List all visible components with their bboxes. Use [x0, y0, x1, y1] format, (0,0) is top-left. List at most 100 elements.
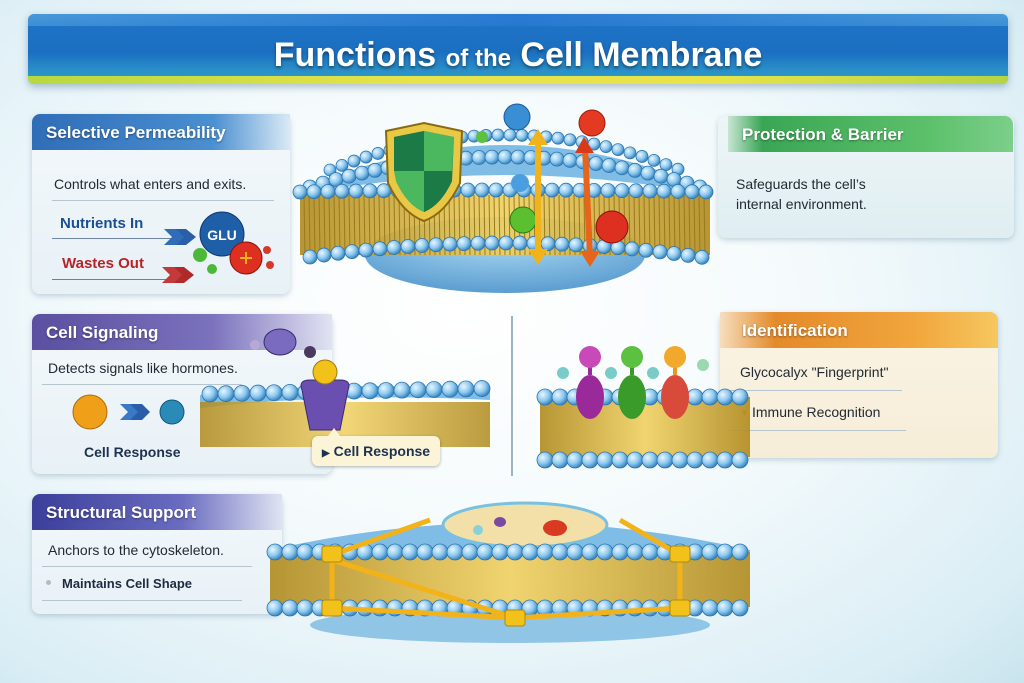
lipid-head — [551, 388, 569, 406]
lipid-head — [400, 239, 416, 254]
divider — [730, 430, 906, 431]
lipid-head — [476, 543, 494, 561]
lipid-head — [265, 384, 283, 402]
maintains-cell-shape-label: Maintains Cell Shape — [62, 576, 193, 591]
lipid-head — [341, 168, 357, 184]
lipid-head — [470, 235, 486, 251]
protection-description-line1: Safeguards the cell’s — [736, 176, 866, 192]
response-molecule-icon — [159, 399, 185, 425]
lipid-head — [635, 150, 649, 163]
lipid-head — [461, 543, 479, 561]
lipid-head — [497, 149, 513, 165]
lipid-head — [653, 168, 669, 184]
lipid-head — [647, 153, 661, 167]
lipid-tail — [703, 194, 706, 256]
lipid-heads — [536, 451, 749, 469]
lipid-head — [442, 236, 458, 252]
lipid-head — [659, 158, 673, 172]
wastes-out-label: Wastes Out — [62, 255, 144, 272]
red-particle-icon — [263, 246, 271, 254]
lipid-head — [292, 184, 308, 200]
lipid-tail — [308, 194, 311, 256]
lipid-head — [694, 249, 710, 265]
immune-recognition-label: Immune Recognition — [752, 404, 881, 420]
lipid-head — [425, 381, 443, 398]
lipid-head — [428, 237, 444, 253]
lipid-tail — [343, 194, 346, 256]
lipid-head — [554, 236, 570, 252]
title-part-of-the: of the — [445, 45, 511, 72]
lipid-head — [377, 382, 395, 399]
lipid-head — [441, 380, 459, 398]
glu-label: GLU — [207, 227, 237, 243]
lipid-head — [581, 451, 599, 469]
banner-stripe — [28, 76, 1008, 84]
title-banner: Functions of the Cell Membrane — [28, 14, 1008, 84]
lipid-head — [484, 235, 500, 251]
lipid-head — [281, 599, 299, 617]
lipid-head — [562, 152, 578, 168]
panel-heading-protection-barrier: Protection & Barrier — [728, 116, 1013, 152]
panel-structural-support: Structural Support Anchors to the cytosk… — [32, 494, 282, 614]
wastes-underline — [52, 279, 172, 280]
lipid-head — [731, 388, 749, 406]
lipid-head — [474, 182, 490, 198]
lipid-head — [372, 241, 388, 257]
lipid-head — [503, 128, 517, 142]
membrane-illustration-identification — [536, 346, 750, 469]
lipid-head — [666, 246, 682, 261]
lipid-head — [640, 165, 656, 181]
molecule-red-top — [578, 109, 606, 137]
lipid-head — [731, 451, 749, 469]
lipid-tail — [683, 194, 686, 256]
lipid-tail — [653, 194, 656, 256]
lipid-head — [566, 543, 584, 561]
lipid-head — [281, 384, 299, 401]
lipid-head — [544, 182, 560, 198]
lipid-head — [641, 451, 659, 469]
lipid-head — [601, 158, 617, 173]
lipid-head — [701, 599, 719, 617]
lipid-head — [596, 451, 614, 469]
lipid-head — [686, 451, 704, 469]
lipid-head — [581, 543, 599, 561]
membrane-illustration-top — [292, 103, 714, 293]
lipid-head — [431, 543, 449, 561]
shield-icon — [384, 121, 464, 223]
lipid-head — [393, 381, 411, 399]
lipid-tail — [328, 194, 331, 256]
green-molecule-icon — [193, 248, 207, 262]
lipid-head — [367, 162, 383, 178]
lipid-head — [698, 184, 714, 200]
lipid-head — [201, 385, 219, 403]
lipid-tail — [638, 194, 641, 256]
divider — [42, 600, 242, 601]
lipid-head — [217, 385, 235, 403]
lipid-tail — [318, 194, 321, 256]
lipid-head — [320, 184, 336, 199]
lipid-head — [296, 543, 314, 561]
lipid-head — [656, 451, 674, 469]
lipid-head — [306, 184, 322, 200]
lipid-head — [536, 451, 554, 469]
lipid-head — [656, 183, 672, 199]
lipid-head — [344, 244, 360, 260]
lipid-head — [506, 543, 524, 561]
lipid-head — [614, 183, 630, 199]
lipid-head — [371, 543, 389, 561]
lipid-head — [409, 381, 427, 399]
molecule-blue-top — [503, 103, 531, 131]
lipid-head — [588, 156, 604, 171]
page-title: Functions of the Cell Membrane — [28, 36, 1008, 75]
divider — [730, 390, 902, 391]
lipid-head — [568, 237, 584, 253]
lipid-head — [716, 543, 734, 561]
lipid-head — [551, 451, 569, 469]
lipid-tail — [668, 194, 671, 256]
lipid-head — [599, 140, 613, 154]
section-divider — [511, 316, 513, 476]
protection-description-line2: internal environment. — [736, 196, 867, 212]
red-particle-icon — [266, 261, 274, 269]
lipid-tail — [303, 194, 306, 256]
panel-heading-identification: Identification — [720, 312, 998, 348]
